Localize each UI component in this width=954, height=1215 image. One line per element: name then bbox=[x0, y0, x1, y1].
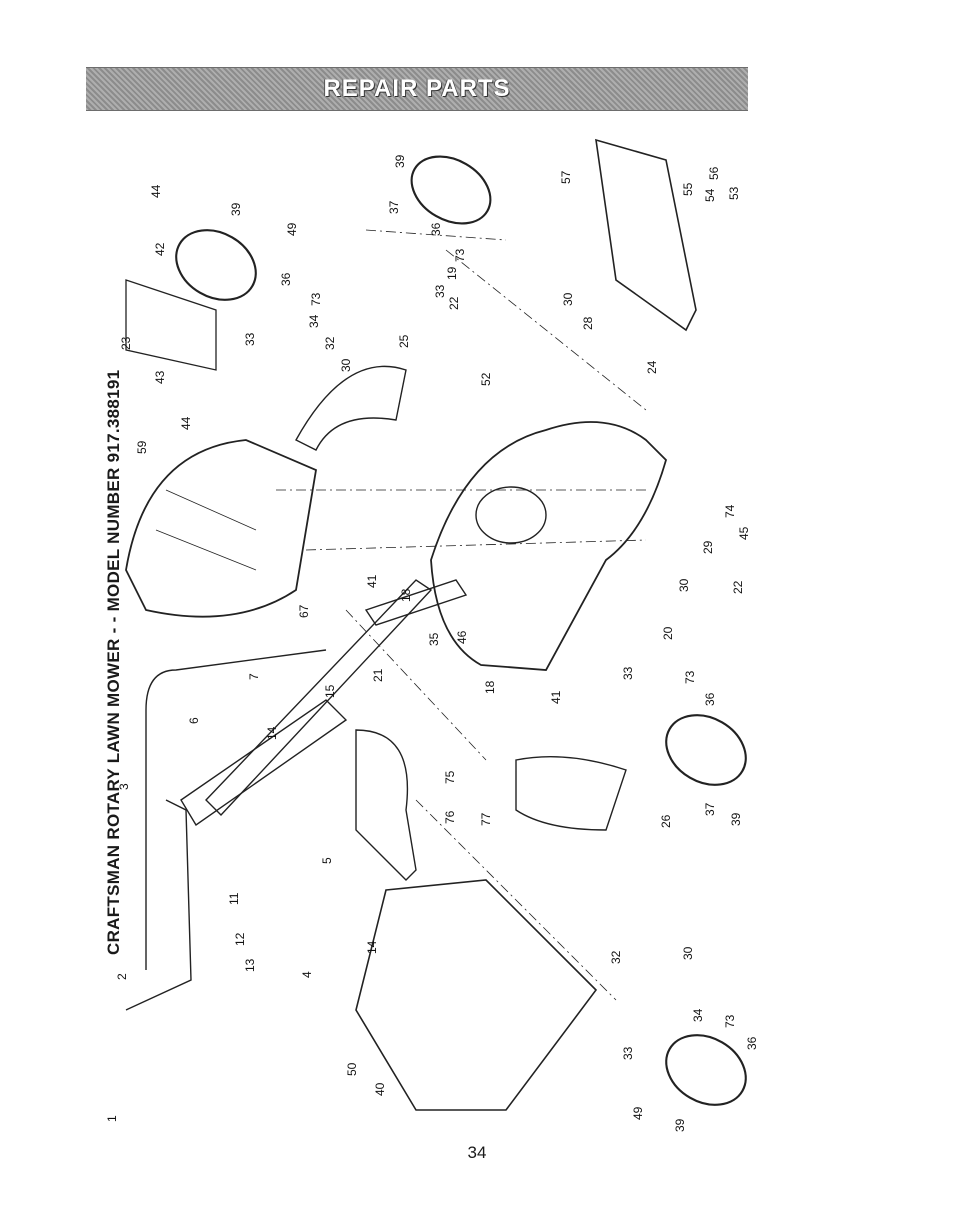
engine bbox=[125, 439, 318, 618]
callout-2: 2 bbox=[115, 973, 129, 980]
callout-14b: 14 bbox=[365, 940, 379, 954]
callout-18a: 18 bbox=[399, 588, 413, 602]
callout-3: 3 bbox=[117, 783, 131, 790]
callout-50: 50 bbox=[345, 1062, 359, 1076]
grass-bag bbox=[355, 879, 598, 1111]
repair-parts-banner: REPAIR PARTS bbox=[86, 67, 748, 111]
callout-36b: 36 bbox=[429, 222, 443, 236]
callout-30d: 30 bbox=[681, 946, 695, 960]
callout-7: 7 bbox=[247, 673, 261, 680]
wheel-rear-right bbox=[665, 1034, 747, 1106]
callout-19: 19 bbox=[445, 266, 459, 280]
mower-deck bbox=[430, 421, 668, 671]
wheel-front-left bbox=[175, 229, 257, 301]
callout-44a: 44 bbox=[149, 184, 163, 198]
callout-53: 53 bbox=[727, 186, 741, 200]
callout-57: 57 bbox=[559, 170, 573, 184]
callout-6: 6 bbox=[187, 717, 201, 724]
callout-39c: 39 bbox=[729, 812, 743, 826]
handle-bar bbox=[180, 699, 348, 827]
callout-30a: 30 bbox=[339, 358, 353, 372]
callout-76: 76 bbox=[443, 810, 457, 824]
callout-73c: 73 bbox=[683, 670, 697, 684]
handle-rail bbox=[205, 579, 433, 817]
wheel-front-right bbox=[410, 155, 492, 225]
callout-28: 28 bbox=[581, 316, 595, 330]
height-adjuster-rear bbox=[515, 755, 627, 831]
callout-30b: 30 bbox=[561, 292, 575, 306]
callout-32b: 32 bbox=[609, 950, 623, 964]
callout-26: 26 bbox=[659, 814, 673, 828]
callout-18b: 18 bbox=[483, 680, 497, 694]
callout-46: 46 bbox=[455, 630, 469, 644]
callout-52: 52 bbox=[479, 372, 493, 386]
callout-29: 29 bbox=[701, 540, 715, 554]
callout-39a: 39 bbox=[393, 154, 407, 168]
callout-12: 12 bbox=[233, 932, 247, 946]
callout-33d: 33 bbox=[621, 1046, 635, 1060]
callout-37a: 37 bbox=[387, 200, 401, 214]
callout-42: 42 bbox=[153, 242, 167, 256]
callout-33b: 33 bbox=[433, 284, 447, 298]
callout-43: 43 bbox=[153, 370, 167, 384]
callout-39b: 39 bbox=[229, 202, 243, 216]
callout-73d: 73 bbox=[723, 1014, 737, 1028]
callout-22a: 22 bbox=[447, 296, 461, 310]
callout-41a: 41 bbox=[365, 574, 379, 588]
callout-39d: 39 bbox=[673, 1118, 687, 1132]
callout-56: 56 bbox=[707, 166, 721, 180]
callout-36a: 36 bbox=[279, 272, 293, 286]
rear-door bbox=[355, 729, 417, 881]
callout-15: 15 bbox=[323, 684, 337, 698]
wheel-rear-left bbox=[665, 714, 747, 786]
callout-59: 59 bbox=[135, 440, 149, 454]
callout-4: 4 bbox=[300, 971, 314, 978]
callout-21: 21 bbox=[371, 668, 385, 682]
callout-40: 40 bbox=[373, 1082, 387, 1096]
callout-55: 55 bbox=[681, 182, 695, 196]
callout-33c: 33 bbox=[621, 666, 635, 680]
callout-25: 25 bbox=[397, 334, 411, 348]
callout-49a: 49 bbox=[285, 222, 299, 236]
callout-49b: 49 bbox=[631, 1106, 645, 1120]
callout-34b: 34 bbox=[691, 1008, 705, 1022]
banner-title: REPAIR PARTS bbox=[323, 75, 511, 102]
mulch-plug bbox=[364, 579, 468, 626]
callout-36d: 36 bbox=[745, 1036, 759, 1050]
callout-35: 35 bbox=[427, 632, 441, 646]
callout-44b: 44 bbox=[179, 416, 193, 430]
callout-77: 77 bbox=[479, 812, 493, 826]
callout-14a: 14 bbox=[265, 726, 279, 740]
callout-22b: 22 bbox=[731, 580, 745, 594]
upper-handle bbox=[145, 649, 327, 970]
page-number: 34 bbox=[467, 1143, 487, 1162]
height-adjuster-front bbox=[295, 365, 407, 451]
callout-75: 75 bbox=[443, 770, 457, 784]
callout-32a: 32 bbox=[323, 336, 337, 350]
callout-11: 11 bbox=[227, 892, 241, 905]
exploded-parts-diagram: 1 2 3 4 5 6 7 11 12 13 14 14 15 18 18 19… bbox=[86, 110, 766, 1140]
callout-1: 1 bbox=[105, 1115, 119, 1122]
callout-30c: 30 bbox=[677, 578, 691, 592]
callout-36c: 36 bbox=[703, 692, 717, 706]
lower-handle bbox=[125, 799, 192, 1011]
callout-54: 54 bbox=[703, 188, 717, 202]
hinge-rod-top bbox=[125, 279, 217, 371]
callout-33a: 33 bbox=[243, 332, 257, 346]
callout-13: 13 bbox=[243, 958, 257, 972]
callout-41b: 41 bbox=[549, 690, 563, 704]
callout-24: 24 bbox=[645, 360, 659, 374]
callout-67: 67 bbox=[297, 604, 311, 618]
callout-20: 20 bbox=[661, 626, 675, 640]
callout-37b: 37 bbox=[703, 802, 717, 816]
callout-5: 5 bbox=[320, 857, 334, 864]
callout-45: 45 bbox=[737, 526, 751, 540]
callout-74: 74 bbox=[723, 504, 737, 518]
callout-23: 23 bbox=[119, 336, 133, 350]
callout-73b: 73 bbox=[453, 248, 467, 262]
callout-34a: 34 bbox=[307, 314, 321, 328]
callout-73a: 73 bbox=[309, 292, 323, 306]
blade bbox=[595, 138, 697, 332]
